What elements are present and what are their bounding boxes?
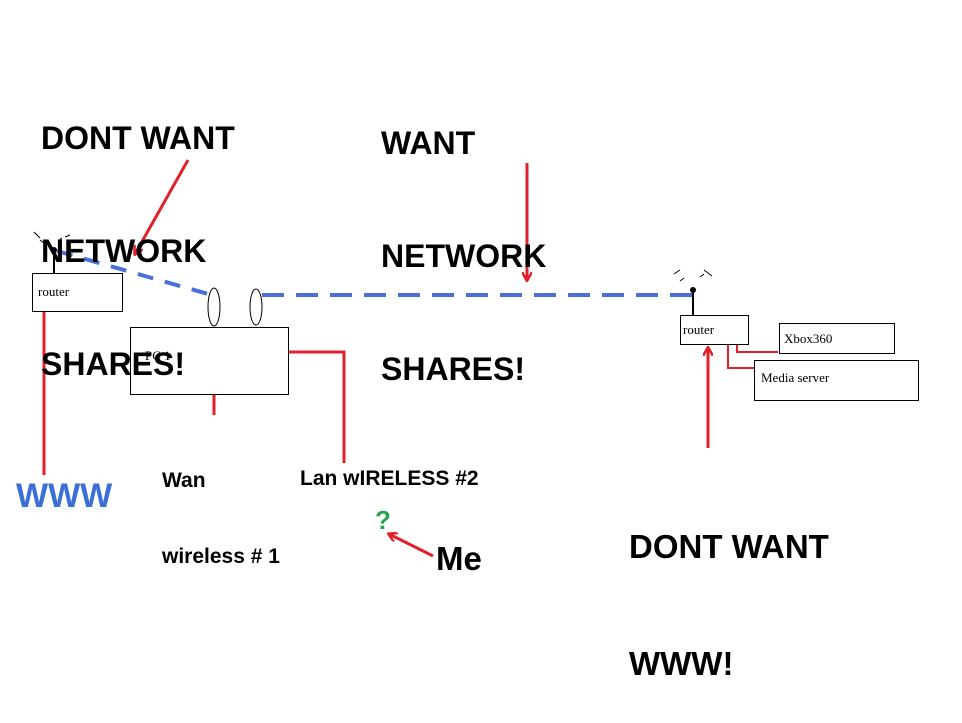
media-server: Media server — [754, 360, 919, 401]
router-right: router — [680, 315, 749, 345]
router-left-label: router — [38, 284, 70, 299]
pc-1: PC 1 — [130, 327, 289, 395]
dont-want-shares-label: DONT WANT NETWORK SHARES! — [41, 119, 235, 383]
right-antenna-icon — [673, 269, 713, 315]
left-antenna-icon — [33, 231, 71, 273]
wan-adapter-icon — [207, 287, 221, 327]
wan-wireless-label: Wan wireless # 1 — [162, 469, 280, 568]
arrow-dont-want-shares — [135, 159, 190, 254]
xbox360-label: Xbox360 — [784, 331, 833, 346]
arrow-me — [389, 534, 434, 558]
question-mark-label: ? — [375, 505, 391, 535]
cable-media-server — [727, 334, 754, 369]
me-label: Me — [436, 540, 482, 577]
want-shares-label: WANT NETWORK SHARES! — [381, 124, 547, 388]
www-label: WWW — [16, 477, 113, 515]
router-right-label: router — [683, 322, 715, 337]
dont-want-www-label: DONT WANT WWW! — [629, 527, 829, 682]
media-server-label: Media server — [761, 370, 830, 385]
lan-wireless-label: Lan wIRELESS #2 — [300, 467, 479, 490]
router-left: router — [32, 273, 123, 312]
lan-adapter-icon — [249, 288, 263, 326]
xbox360: Xbox360 — [779, 323, 895, 354]
pc-1-label: PC 1 — [145, 348, 171, 363]
